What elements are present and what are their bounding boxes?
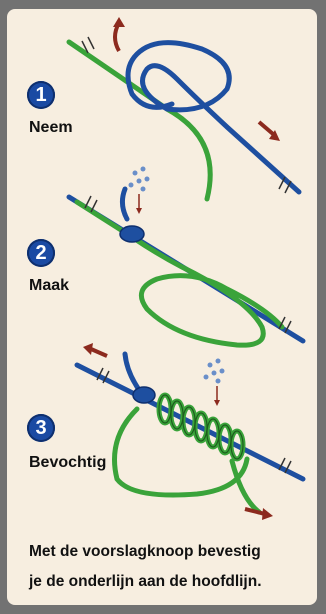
step-3-badge: 3 [27, 414, 55, 442]
step-1-illustration [69, 17, 299, 199]
step-3-label: Bevochtig [29, 454, 106, 472]
arrowhead-icon [262, 508, 273, 520]
instruction-panel: 1 Neem 2 Maak 3 Bevochtig Met de voorsla… [7, 9, 317, 605]
step-2-badge: 2 [27, 239, 55, 267]
leader-loop-2 [77, 202, 282, 345]
step-1-label: Neem [29, 119, 73, 137]
leader-line-1 [69, 42, 210, 199]
main-line-tail-2 [122, 189, 127, 219]
step-2-illustration [69, 167, 303, 346]
pull-arrow-icon [259, 122, 273, 134]
knot-3 [133, 387, 155, 403]
arrowhead-icon [214, 400, 220, 406]
water-drops-icon [204, 359, 225, 384]
pull-arrow-icon [245, 509, 265, 514]
pull-arrow-icon [91, 349, 107, 356]
step-3-illustration [77, 343, 303, 520]
main-line-3 [77, 365, 303, 479]
knot-2 [120, 226, 144, 242]
caption-line-2: je de onderlijn aan de hoofdlijn. [29, 567, 309, 597]
arrowhead-icon [113, 17, 125, 27]
step-1-badge: 1 [27, 81, 55, 109]
arrowhead-icon [83, 343, 93, 355]
water-drops-icon [129, 167, 150, 192]
arrowhead-icon [136, 208, 142, 214]
caption: Met de voorslagknoop bevestig je de onde… [29, 537, 309, 597]
caption-line-1: Met de voorslagknoop bevestig [29, 537, 309, 567]
main-line-loop-1 [128, 43, 299, 192]
step-2-label: Maak [29, 277, 69, 295]
pull-arrow-icon [115, 23, 119, 51]
